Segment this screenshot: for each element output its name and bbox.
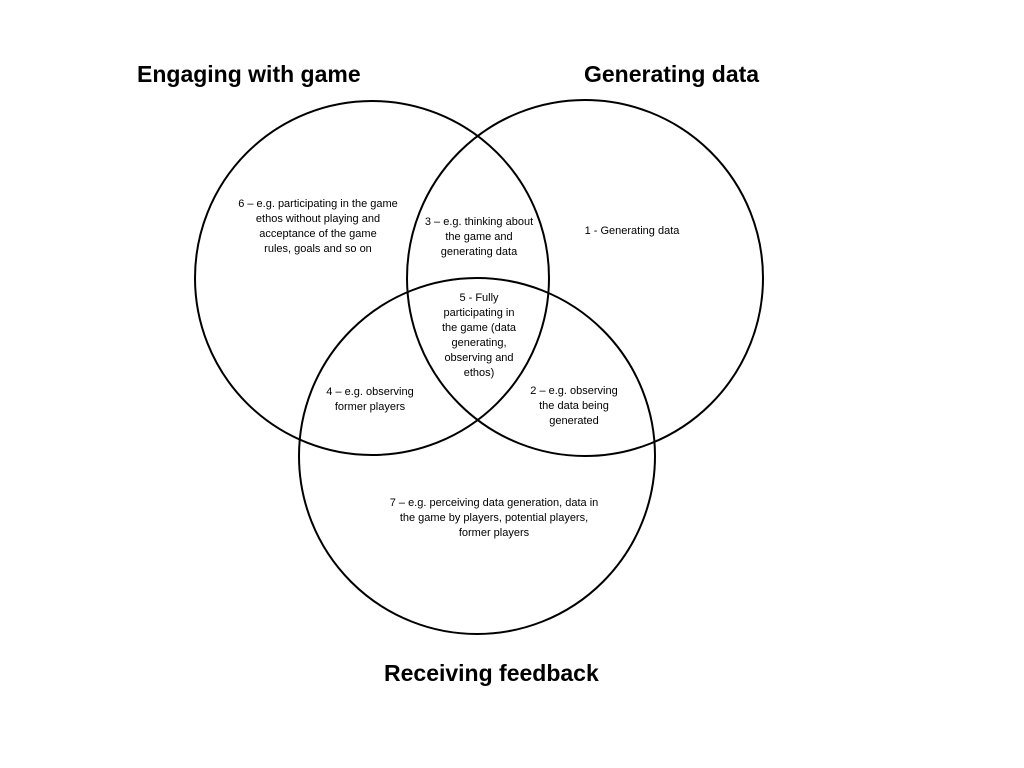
region-6-engaging-only: 6 – e.g. participating in the game ethos… xyxy=(238,198,398,255)
title-engaging-with-game: Engaging with game xyxy=(137,61,361,87)
circle-engaging-with-game xyxy=(194,100,550,456)
region-1-generating-only: 1 - Generating data xyxy=(584,225,680,237)
region-3-engaging-generating: 3 – e.g. thinking about the game and gen… xyxy=(424,216,534,258)
title-receiving-feedback: Receiving feedback xyxy=(384,660,599,686)
region-7-receiving-only: 7 – e.g. perceiving data generation, dat… xyxy=(389,497,599,539)
region-4-engaging-receiving: 4 – e.g. observing former players xyxy=(326,386,414,413)
circle-generating-data xyxy=(406,99,764,457)
title-generating-data: Generating data xyxy=(584,61,760,87)
region-2-generating-receiving: 2 – e.g. observing the data being genera… xyxy=(530,385,618,427)
region-5-all-three: 5 - Fully participating in the game (dat… xyxy=(442,292,516,379)
circle-receiving-feedback xyxy=(298,277,656,635)
